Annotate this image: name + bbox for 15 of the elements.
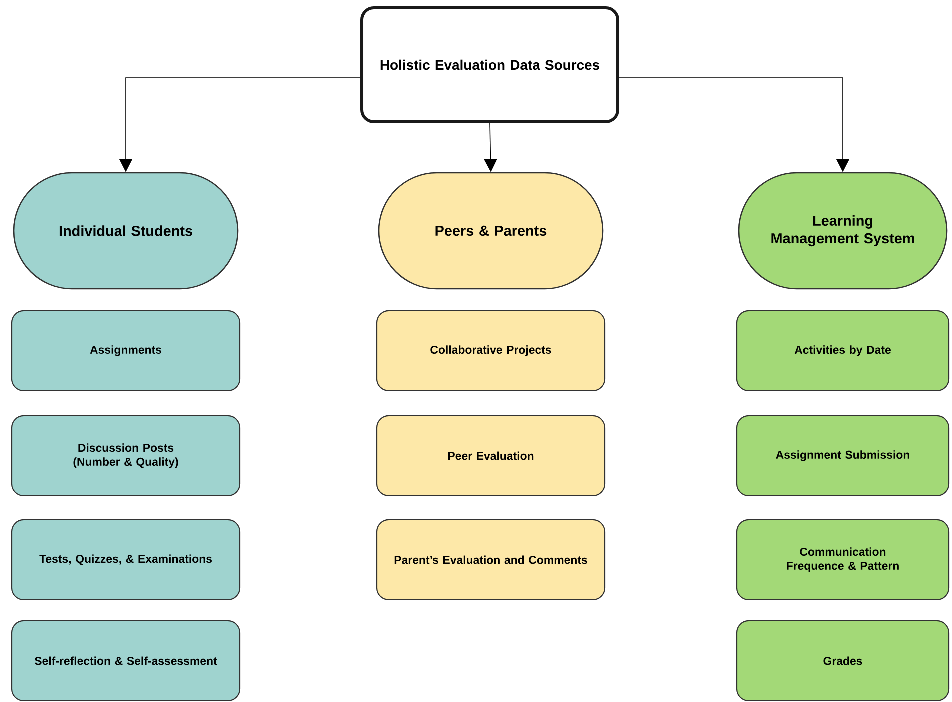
item-box: Discussion Posts (Number & Quality)	[11, 415, 241, 497]
item-box: Activities by Date	[736, 310, 950, 392]
item-box: Self-reflection & Self-assessment	[11, 620, 241, 702]
item-box: Assignments	[11, 310, 241, 392]
item-box: Grades	[736, 620, 950, 702]
item-box: Collaborative Projects	[376, 310, 606, 392]
item-box: Communication Frequence & Pattern	[736, 519, 950, 601]
category-pill: Peers & Parents	[378, 172, 604, 290]
item-box: Peer Evaluation	[376, 415, 606, 497]
category-pill: Learning Management System	[738, 172, 948, 290]
item-box: Assignment Submission	[736, 415, 950, 497]
item-box: Tests, Quizzes, & Examinations	[11, 519, 241, 601]
source-box: Holistic Evaluation Data Sources	[360, 6, 620, 124]
item-box: Parent’s Evaluation and Comments	[376, 519, 606, 601]
category-pill: Individual Students	[13, 172, 239, 290]
